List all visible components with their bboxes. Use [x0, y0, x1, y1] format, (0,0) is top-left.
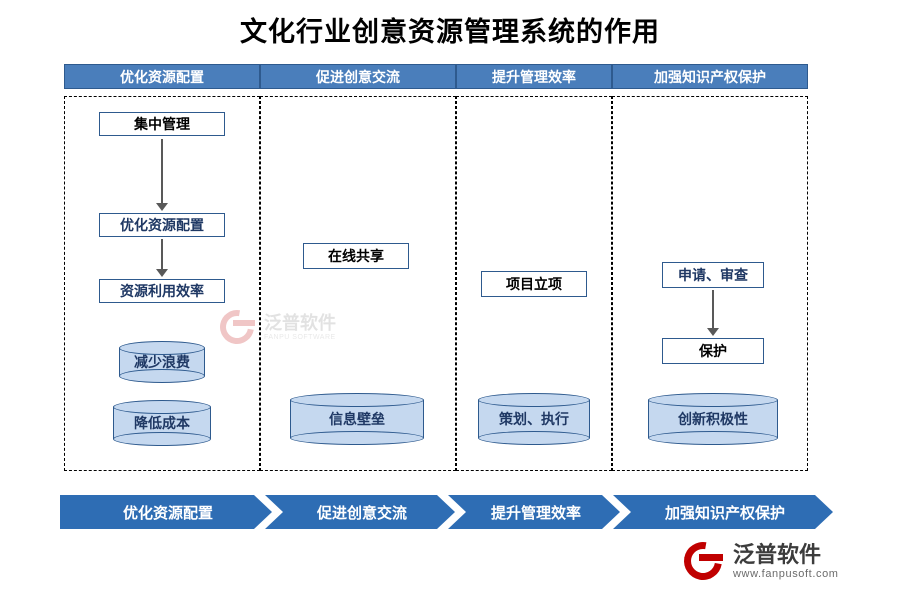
cylinder-bottom: [648, 431, 778, 445]
brand-name-cn: 泛普软件: [733, 542, 822, 567]
cylinder-bottom: [113, 432, 211, 446]
banner-item-2[interactable]: 促进创意交流: [265, 495, 455, 529]
node-col4-1[interactable]: 申请、审查: [662, 262, 764, 288]
banner-item-3-label: 提升管理效率: [490, 504, 581, 522]
banner-item-4-label: 加强知识产权保护: [664, 504, 785, 522]
node-col1-2[interactable]: 优化资源配置: [99, 213, 225, 237]
column-header-3: 提升管理效率: [456, 64, 612, 89]
column-header-2: 促进创意交流: [260, 64, 456, 89]
node-col3-1[interactable]: 项目立项: [481, 271, 587, 297]
node-col1-5[interactable]: 降低成本: [113, 400, 211, 446]
cylinder-bottom: [478, 431, 590, 445]
node-col3-2[interactable]: 策划、执行: [478, 393, 590, 445]
node-col1-3[interactable]: 资源利用效率: [99, 279, 225, 303]
cylinder-top: [119, 341, 205, 355]
column-frame-2: [260, 96, 456, 471]
node-col2-2[interactable]: 信息壁垒: [290, 393, 424, 445]
brand-url: www.fanpusoft.com: [733, 568, 839, 580]
banner-item-4[interactable]: 加强知识产权保护: [613, 495, 833, 529]
node-col2-2-label: 信息壁垒: [329, 411, 385, 427]
node-col4-2[interactable]: 保护: [662, 338, 764, 364]
column-frame-4: [612, 96, 808, 471]
node-col2-1[interactable]: 在线共享: [303, 243, 409, 269]
arrow-col1-2: [155, 239, 169, 277]
column-frame-3: [456, 96, 612, 471]
column-header-4: 加强知识产权保护: [612, 64, 808, 89]
banner-item-2-label: 促进创意交流: [316, 504, 407, 522]
banner-item-1[interactable]: 优化资源配置: [60, 495, 272, 529]
column-frame-1: [64, 96, 260, 471]
node-col1-4[interactable]: 减少浪费: [119, 341, 205, 383]
fanpu-logo-icon: [676, 534, 730, 588]
node-col1-1[interactable]: 集中管理: [99, 112, 225, 136]
cylinder-top: [478, 393, 590, 407]
arrow-col4-1: [706, 290, 720, 336]
cylinder-top: [648, 393, 778, 407]
column-header-1: 优化资源配置: [64, 64, 260, 89]
node-col4-3-label: 创新积极性: [678, 411, 748, 427]
cylinder-top: [290, 393, 424, 407]
cylinder-top: [113, 400, 211, 414]
node-col4-3[interactable]: 创新积极性: [648, 393, 778, 445]
brand-logo: 泛普软件 www.fanpusoft.com: [676, 534, 882, 588]
node-col3-2-label: 策划、执行: [499, 411, 569, 427]
cylinder-bottom: [290, 431, 424, 445]
arrow-col1-1: [155, 139, 169, 211]
node-col1-5-label: 降低成本: [134, 415, 190, 431]
cylinder-bottom: [119, 369, 205, 383]
page-title: 文化行业创意资源管理系统的作用: [240, 17, 660, 47]
banner-item-3[interactable]: 提升管理效率: [448, 495, 620, 529]
banner-item-1-label: 优化资源配置: [122, 504, 213, 522]
node-col1-4-label: 减少浪费: [134, 354, 190, 370]
